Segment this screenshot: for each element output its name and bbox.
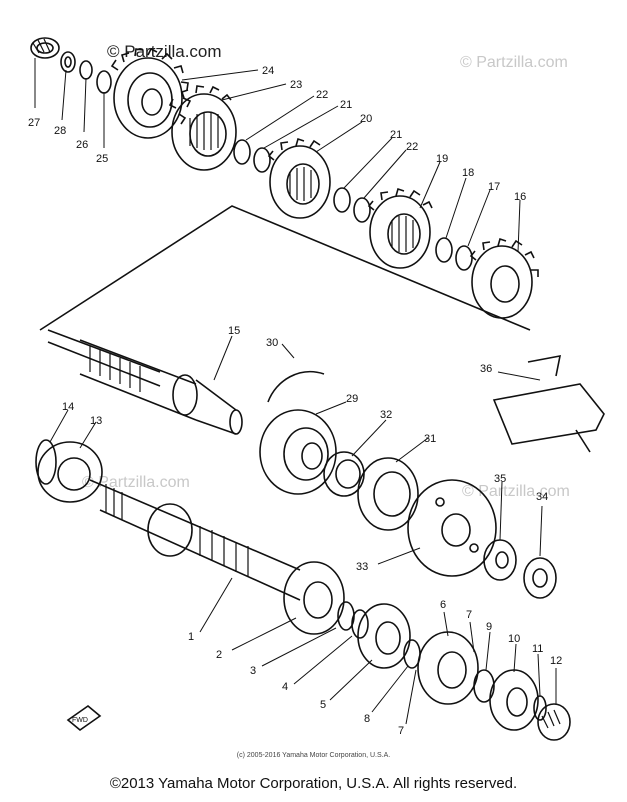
callout-22b: 22 <box>406 141 418 153</box>
diagram-copyright-note: (c) 2005-2016 Yamaha Motor Corporation, … <box>236 752 391 759</box>
callout-27: 27 <box>28 117 40 129</box>
forward-direction-badge: FWD <box>66 704 102 732</box>
watermark-low: © Partzilla.com <box>462 483 570 500</box>
callout-3: 3 <box>250 665 256 677</box>
callout-4: 4 <box>282 681 288 693</box>
callout-31: 31 <box>424 433 436 445</box>
watermark-mid: © Partzilla.com <box>82 474 190 491</box>
part-30-circlip <box>267 370 325 403</box>
callout-29: 29 <box>346 393 358 405</box>
part-28-washer <box>60 51 76 73</box>
callout-15: 15 <box>228 325 240 337</box>
callout-23: 23 <box>290 79 302 91</box>
assembly-bracket <box>39 205 531 331</box>
watermark-right: © Partzilla.com <box>460 54 568 71</box>
callout-25: 25 <box>96 153 108 165</box>
callout-32: 32 <box>380 409 392 421</box>
callout-21a: 21 <box>340 99 352 111</box>
callout-26: 26 <box>76 139 88 151</box>
part-18-circlip <box>435 237 453 263</box>
part-21-washer-lower <box>333 187 351 213</box>
part-12-bearing <box>537 703 571 741</box>
callout-9: 9 <box>486 621 492 633</box>
part-17-washer <box>455 245 473 271</box>
part-13-bearing <box>37 441 103 503</box>
callout-13: 13 <box>90 415 102 427</box>
leader-lines <box>34 58 557 725</box>
part-10-gear <box>489 669 539 731</box>
part-2-gear <box>283 561 345 635</box>
callout-12: 12 <box>550 655 562 667</box>
part-20-gear <box>267 137 331 219</box>
callout-labels: 27 28 26 25 24 23 22 21 20 21 22 19 18 1… <box>28 65 562 737</box>
callout-34: 34 <box>536 491 548 503</box>
part-26-circlip <box>79 60 93 80</box>
callout-5: 5 <box>320 699 326 711</box>
svg-text:FWD: FWD <box>72 717 88 724</box>
part-36-shift-guide <box>492 354 605 453</box>
part-32-spacer <box>323 451 365 497</box>
callout-35: 35 <box>494 473 506 485</box>
part-22-circlip-upper <box>233 139 251 165</box>
part-16-gear <box>469 237 539 319</box>
callout-2: 2 <box>216 649 222 661</box>
part-6-gear <box>417 631 479 705</box>
part-14-circlip <box>35 439 57 485</box>
callout-24: 24 <box>262 65 274 77</box>
callout-1: 1 <box>188 631 194 643</box>
part-24-gear <box>110 47 192 139</box>
callout-18: 18 <box>462 167 474 179</box>
part-19-gear <box>367 187 433 269</box>
callout-17: 17 <box>488 181 500 193</box>
part-5-gear <box>357 603 411 669</box>
callout-22a: 22 <box>316 89 328 101</box>
part-22-circlip-lower <box>353 197 371 223</box>
callout-19: 19 <box>436 153 448 165</box>
callout-10: 10 <box>508 633 520 645</box>
callout-7a: 7 <box>466 609 472 621</box>
part-35-lock-washer <box>483 539 517 581</box>
watermark-top: © Partzilla.com <box>107 42 222 61</box>
callout-14: 14 <box>62 401 74 413</box>
part-15-main-axle <box>47 329 243 435</box>
part-1-counter-axle <box>89 479 301 601</box>
callout-28: 28 <box>54 125 66 137</box>
part-23-gear <box>168 85 237 171</box>
callout-16: 16 <box>514 191 526 203</box>
part-25-washer <box>96 70 112 94</box>
callout-6: 6 <box>440 599 446 611</box>
part-33-drive-sprocket <box>407 479 497 577</box>
callout-33: 33 <box>356 561 368 573</box>
part-21-washer-upper <box>253 147 271 173</box>
part-4-circlip <box>351 609 369 639</box>
part-31-oil-seal <box>357 457 419 531</box>
part-27-bearing <box>30 37 60 59</box>
part-34-nut <box>523 557 557 599</box>
part-29-bearing <box>259 409 337 495</box>
callout-36: 36 <box>480 363 492 375</box>
callout-21b: 21 <box>390 129 402 141</box>
callout-8: 8 <box>364 713 370 725</box>
callout-20: 20 <box>360 113 372 125</box>
footer-copyright: ©2013 Yamaha Motor Corporation, U.S.A. A… <box>109 775 518 792</box>
part-9-washer <box>473 669 495 703</box>
callout-7b: 7 <box>398 725 404 737</box>
callout-30: 30 <box>266 337 278 349</box>
callout-11: 11 <box>532 643 543 655</box>
